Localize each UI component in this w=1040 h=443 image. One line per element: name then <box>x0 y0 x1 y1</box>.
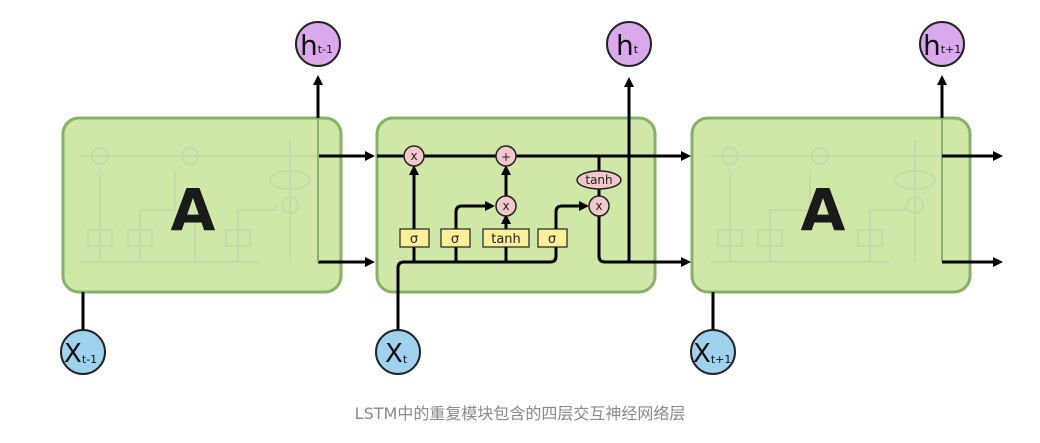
output-node-h-t+1: ht+1 <box>919 21 965 67</box>
svg-text:tanh: tanh <box>585 173 612 187</box>
gate-sigma-output: σ <box>537 228 568 248</box>
gate-tanh: tanh <box>482 228 530 248</box>
gate-sigma-input: σ <box>440 228 471 248</box>
input-node-x-t-1: Xt-1 <box>60 329 106 375</box>
svg-text:+: + <box>501 150 511 164</box>
output-node-h-t: ht <box>606 21 652 67</box>
gate-layers: σ σ tanh σ <box>399 228 568 248</box>
figure-caption: LSTM中的重复模块包含的四层交互神经网络层 <box>354 404 686 423</box>
mult-op-forget: x <box>403 145 425 167</box>
gate-sigma-forget: σ <box>399 228 430 248</box>
lstm-diagram: A A <box>60 21 1003 375</box>
block-label: A <box>171 176 216 244</box>
lstm-block-right: A <box>690 116 972 294</box>
block-frame <box>61 116 343 294</box>
add-op: + <box>495 145 517 167</box>
input-nodes: Xt-1 Xt Xt+1 <box>60 329 736 375</box>
lstm-block-left: A <box>61 116 343 294</box>
mult-op-output: x <box>588 195 610 217</box>
output-nodes: ht-1 ht ht+1 <box>295 21 965 67</box>
faded-internals <box>80 140 320 263</box>
hidden-state-path <box>396 201 589 330</box>
input-node-x-t: Xt <box>375 329 421 375</box>
svg-text:x: x <box>595 199 602 213</box>
svg-text:σ: σ <box>451 232 459 247</box>
svg-text:tanh: tanh <box>491 232 521 247</box>
svg-text:σ: σ <box>548 232 556 247</box>
output-node-h-t-1: ht-1 <box>295 21 341 67</box>
mult-op-input: x <box>495 195 517 217</box>
svg-text:Xt-1: Xt-1 <box>64 339 97 369</box>
tanh-op: tanh <box>576 170 622 190</box>
svg-text:x: x <box>410 149 417 163</box>
block-label: A <box>801 176 846 244</box>
block-frame <box>690 116 972 294</box>
svg-text:ht+1: ht+1 <box>923 29 961 62</box>
svg-text:Xt+1: Xt+1 <box>693 339 731 369</box>
connections <box>81 75 1003 330</box>
input-node-x-t+1: Xt+1 <box>690 329 736 375</box>
pointwise-ops: x + x tanh x <box>403 145 622 217</box>
input-gate-line <box>454 201 495 262</box>
svg-text:σ: σ <box>410 232 418 247</box>
hidden-out-arrow <box>597 216 691 267</box>
svg-text:ht-1: ht-1 <box>300 29 333 62</box>
faded-internals <box>710 140 950 263</box>
svg-text:ht: ht <box>616 29 639 62</box>
svg-text:Xt: Xt <box>385 339 408 369</box>
svg-text:x: x <box>502 199 509 213</box>
